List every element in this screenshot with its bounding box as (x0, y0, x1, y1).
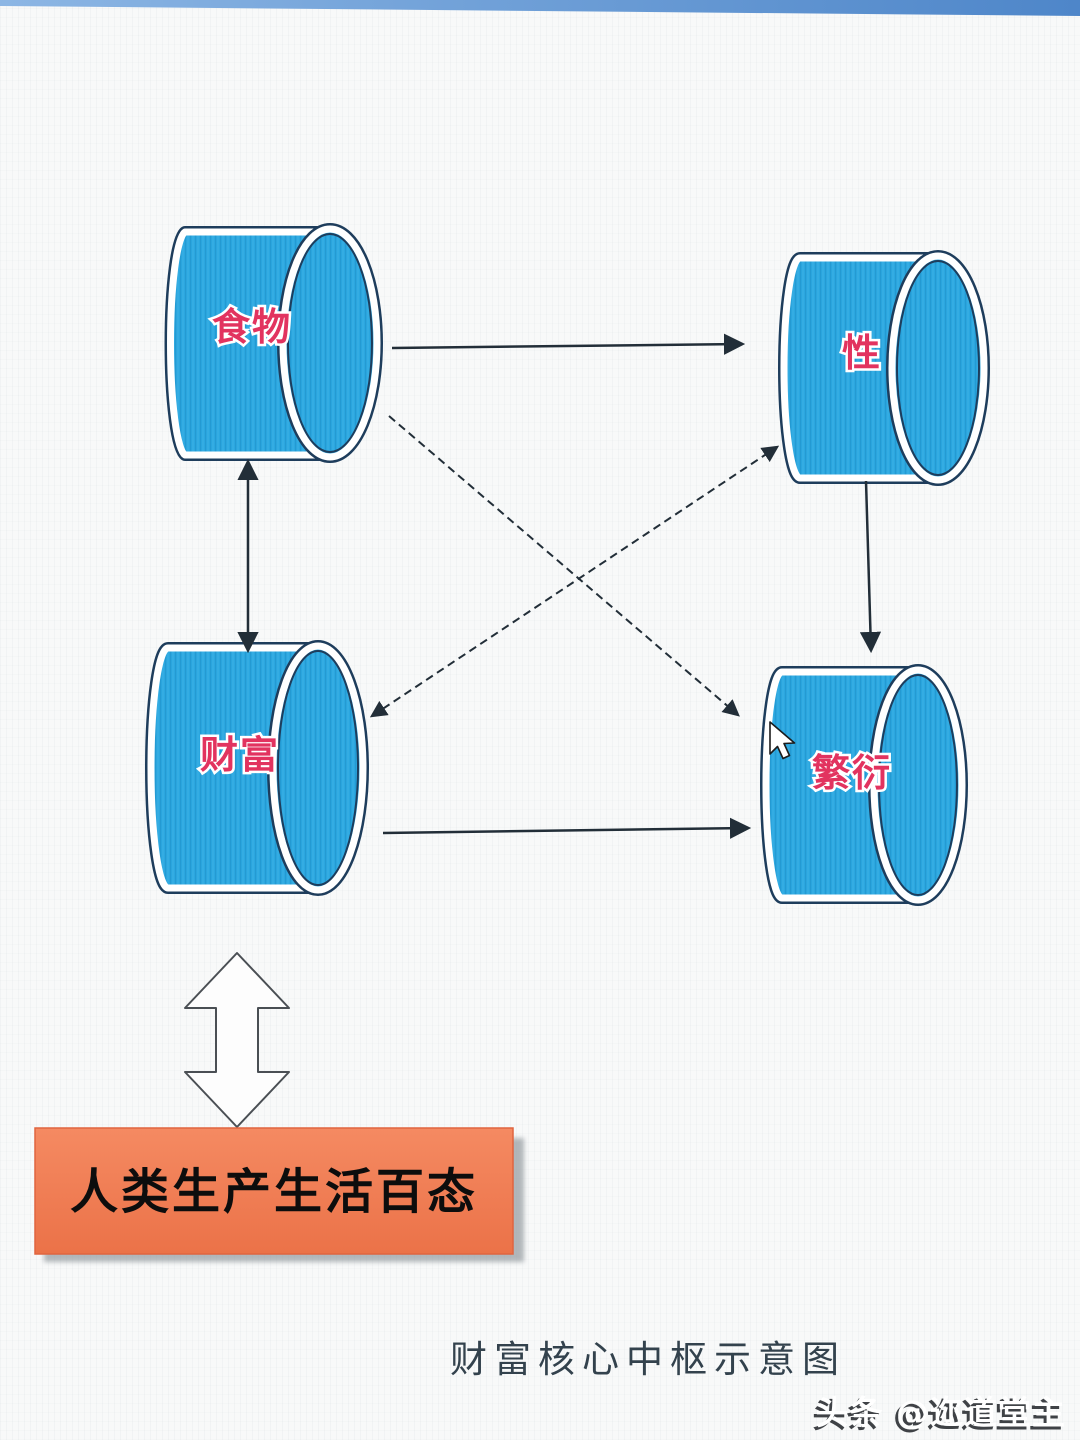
screen-top-edge (0, 0, 1080, 16)
node-food-cylinder: 食物 (164, 223, 383, 463)
cylinder-rim-inner (878, 674, 958, 896)
node-sex-cylinder: 性 (778, 250, 990, 486)
cylinder-rim-inner (287, 233, 373, 453)
watermark-text: 头条 @迩道堂主 (816, 1393, 1067, 1432)
diagram-title: 财富核心中枢示意图 (450, 1338, 846, 1381)
process-box: 人类生产生活百态 (34, 1127, 524, 1262)
node-label-reproduction: 繁衍 (812, 751, 892, 795)
process-box-rect (34, 1127, 514, 1255)
node-label-food: 食物 (212, 305, 292, 349)
cylinder-face (279, 225, 381, 461)
cylinder-face (269, 642, 367, 894)
edge-wealth-to-reproduction (382, 817, 752, 839)
edge-sex-to-reproduction (859, 480, 882, 654)
node-reproduction-cylinder: 繁衍 (760, 664, 968, 906)
cylinder-face (888, 252, 988, 484)
edge-food-to-sex (391, 333, 746, 355)
cylinder-face (870, 666, 966, 904)
cylinder-rim-inner (896, 260, 980, 476)
mouse-cursor (769, 721, 796, 760)
node-label-sex: 性 (842, 331, 882, 375)
watermark-shadow: 头条 @迩道堂主 (813, 1396, 1064, 1435)
node-label-wealth: 财富 (200, 733, 280, 777)
cylinder-rim-inner (277, 650, 359, 886)
node-wealth-cylinder: 财富 (145, 640, 369, 896)
edge-wealth-sex-diagonal-two-way (369, 445, 780, 718)
process-box-label: 人类生产生活百态 (70, 1164, 478, 1220)
hollow-double-arrow (184, 952, 290, 1128)
